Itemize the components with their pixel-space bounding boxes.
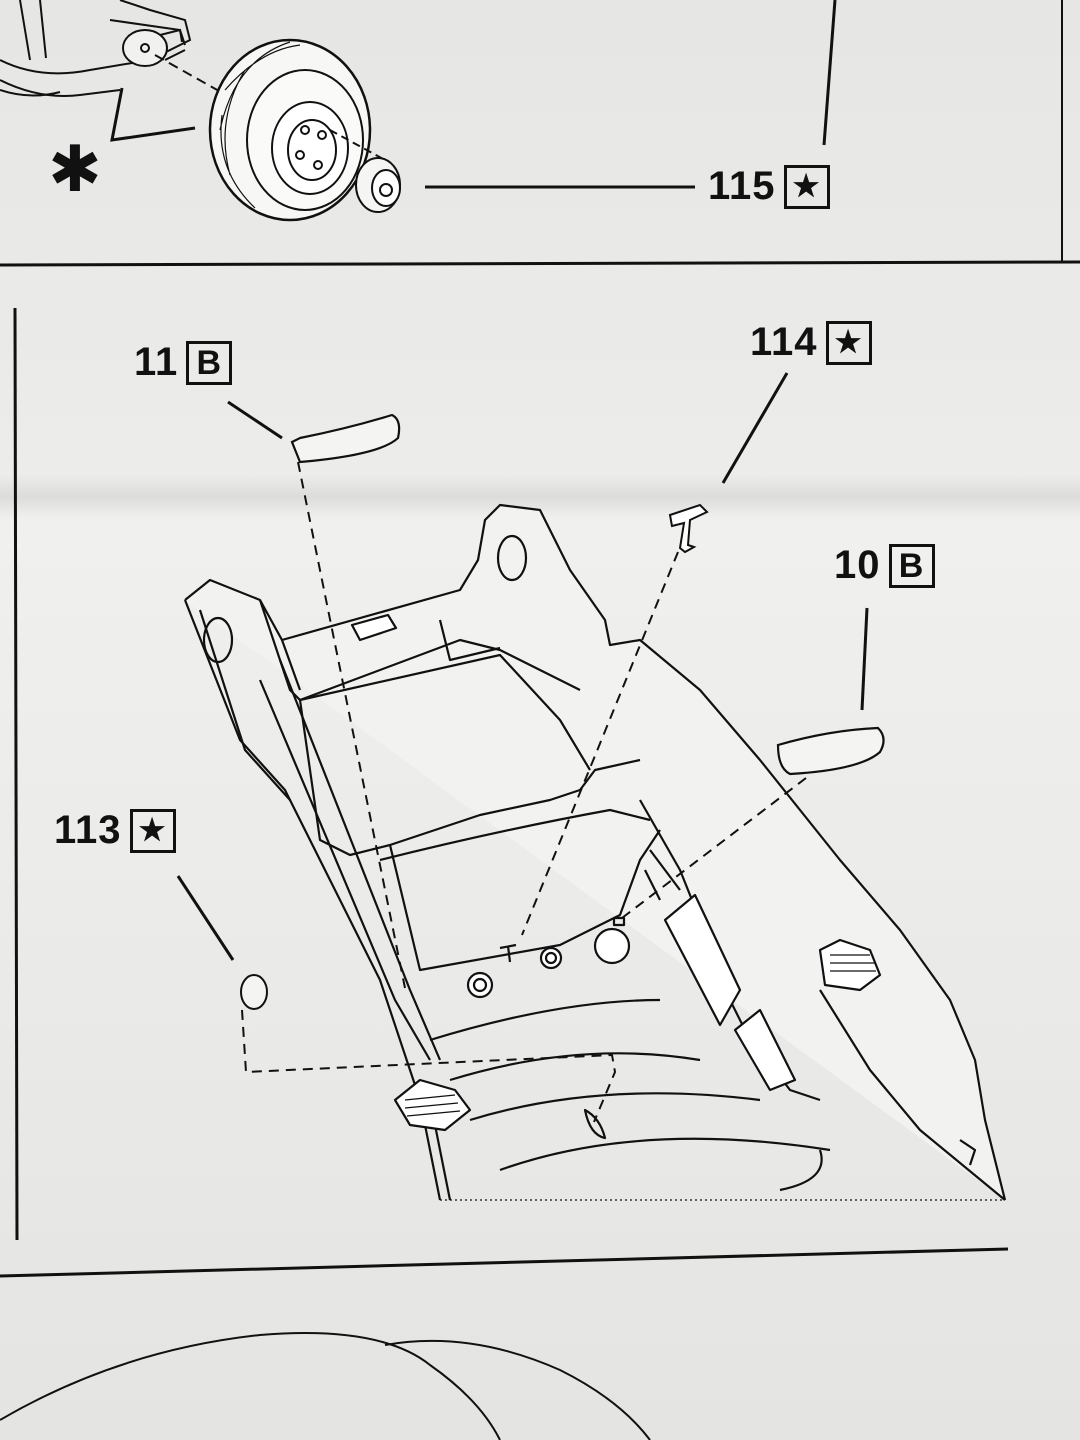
top-panel-wheel-assembly	[0, 0, 837, 222]
part-114-drawing	[668, 503, 709, 554]
part-number-10: 10	[834, 543, 881, 587]
part-number-114: 114	[750, 320, 818, 364]
asterisk-icon: ✱	[48, 133, 102, 207]
callout-115: 115 ★	[708, 164, 830, 209]
dashed-assembly-lines	[241, 461, 807, 1123]
part-11-drawing	[290, 413, 401, 464]
letter-badge-b: B	[186, 340, 233, 385]
leader-lines	[176, 372, 869, 961]
panel-left-border	[13, 307, 19, 1241]
letter-badge-b: B	[888, 543, 935, 588]
part-113-drawing	[240, 974, 268, 1010]
part-number-115: 115	[708, 164, 776, 208]
next-step-outline	[0, 1332, 651, 1440]
part-number-11: 11	[134, 340, 179, 384]
star-badge-icon: ★	[783, 164, 830, 209]
star-badge-icon: ★	[825, 320, 872, 365]
part-number-113: 113	[54, 808, 122, 852]
interior-tub-drawing	[183, 503, 1007, 1201]
star-badge-icon: ★	[129, 808, 176, 853]
panel-divider-bottom	[0, 1247, 1009, 1278]
panel-divider-top	[0, 260, 1080, 267]
callout-114: 114 ★	[750, 320, 872, 365]
callout-10: 10 B	[834, 543, 935, 588]
part-10-drawing	[776, 726, 885, 776]
callout-11: 11 B	[134, 340, 233, 385]
callout-113: 113 ★	[54, 808, 176, 853]
